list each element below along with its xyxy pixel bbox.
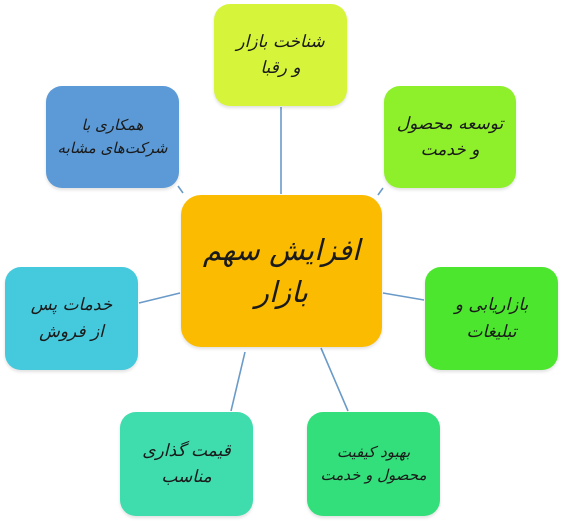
node-market-and-rivals-line-2: و رقبا bbox=[260, 58, 301, 78]
node-partnership-line-2: شرکت‌های مشابه bbox=[57, 139, 168, 157]
node-pricing-line-1: قیمت گذاری bbox=[142, 440, 231, 461]
node-quality-improvement-line-2: محصول و خدمت bbox=[320, 466, 427, 484]
connector-line-5 bbox=[230, 351, 246, 412]
node-after-sales-service: خدمات پس از فروش bbox=[5, 267, 138, 370]
central-node-line-1: افزایش سهم bbox=[202, 232, 361, 267]
node-after-sales-service-line-2: از فروش bbox=[39, 321, 104, 342]
node-product-development-line-1: توسعه محصول bbox=[396, 113, 504, 134]
node-partnership-line-1: همکاری با bbox=[81, 115, 144, 134]
node-quality-improvement: بهبود کیفیت محصول و خدمت bbox=[307, 412, 440, 516]
node-product-development-line-2: و خدمت bbox=[420, 140, 480, 160]
node-marketing-advertising-line-2: تبلیغات bbox=[466, 321, 517, 342]
connector-line-6 bbox=[138, 292, 181, 304]
connector-line-3 bbox=[382, 292, 425, 301]
node-quality-improvement-line-1: بهبود کیفیت bbox=[336, 442, 411, 461]
connector-line-4 bbox=[320, 347, 349, 412]
node-partnership: همکاری با شرکت‌های مشابه bbox=[46, 86, 179, 188]
node-after-sales-service-line-1: خدمات پس bbox=[30, 295, 113, 316]
node-pricing-line-2: مناسب bbox=[161, 467, 212, 487]
node-market-and-rivals: شناخت بازار و رقبا bbox=[214, 4, 347, 106]
connector-line-7 bbox=[177, 185, 184, 194]
node-market-and-rivals-line-1: شناخت بازار bbox=[236, 31, 325, 52]
central-node-line-2: بازار bbox=[255, 275, 308, 309]
central-node-increase-market-share: افزایش سهم بازار bbox=[181, 195, 382, 347]
node-product-development: توسعه محصول و خدمت bbox=[384, 86, 516, 188]
node-marketing-advertising: بازاریابی و تبلیغات bbox=[425, 267, 558, 370]
node-marketing-advertising-line-1: بازاریابی و bbox=[454, 295, 529, 316]
node-pricing: قیمت گذاری مناسب bbox=[120, 412, 253, 516]
connector-line-2 bbox=[377, 187, 384, 196]
